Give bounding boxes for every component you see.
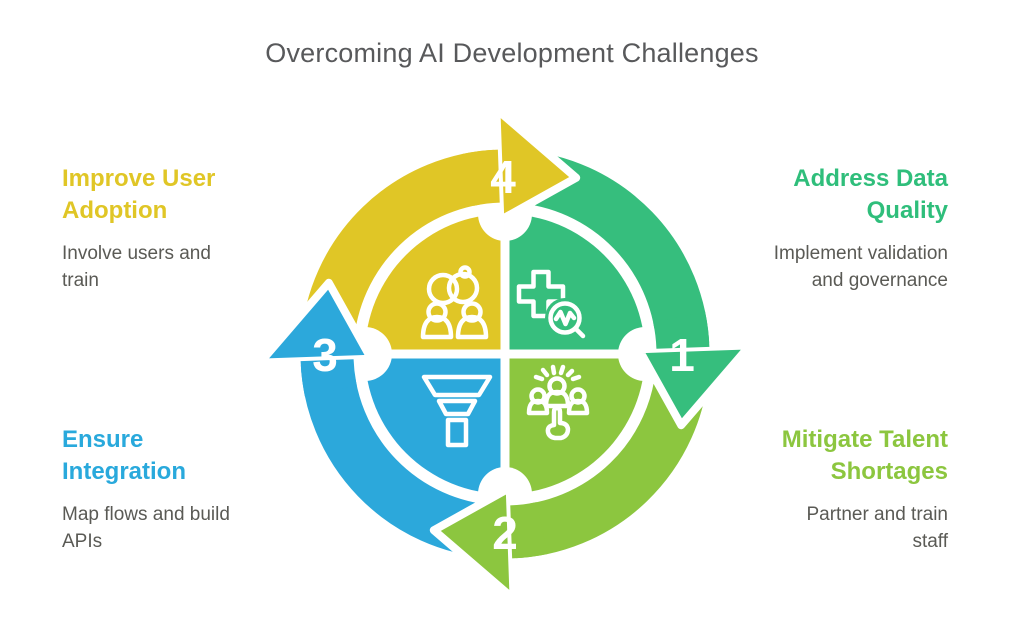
- cap-lightgreen: [509, 502, 548, 559]
- step-number-1: 1: [669, 329, 695, 381]
- step-4-description: Involve users and train: [62, 242, 211, 291]
- inner-sector-data-quality: [505, 214, 645, 354]
- page-title: Overcoming AI Development Challenges: [265, 38, 759, 68]
- funnel-icon: [421, 374, 493, 448]
- step-4-panel: Improve User Adoption Involve users and …: [62, 163, 312, 295]
- step-3-title: Ensure Integration: [62, 426, 186, 485]
- step-2-description: Partner and train staff: [806, 503, 948, 552]
- step-number-2: 2: [492, 507, 518, 559]
- step-4-title: Improve User Adoption: [62, 165, 216, 224]
- medical-cross-magnifier-icon: [516, 269, 586, 339]
- step-2-panel: Mitigate Talent Shortages Partner and tr…: [698, 424, 948, 556]
- cap-green: [653, 311, 710, 350]
- step-1-panel: Address Data Quality Implement validatio…: [698, 163, 948, 295]
- step-3-panel: Ensure Integration Map flows and build A…: [62, 424, 312, 556]
- step-1-description: Implement validation and governance: [773, 242, 948, 291]
- cycle-diagram: 4 1 2 3: [256, 105, 754, 603]
- partnership-rings-users-icon: [420, 265, 489, 340]
- cap-yellow: [462, 149, 501, 206]
- cap-blue: [300, 358, 357, 397]
- step-number-3: 3: [312, 329, 338, 381]
- talent-selection-hand-icon: [526, 364, 590, 441]
- quadrant-divider: [364, 213, 646, 495]
- step-1-title: Address Data Quality: [793, 165, 948, 224]
- step-2-title: Mitigate Talent Shortages: [781, 426, 948, 485]
- step-3-description: Map flows and build APIs: [62, 503, 230, 552]
- step-number-4: 4: [490, 151, 516, 203]
- inner-sector-integration: [365, 354, 505, 494]
